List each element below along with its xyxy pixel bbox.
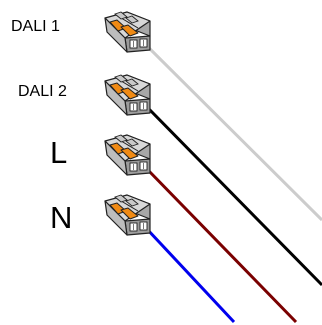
l-wire	[144, 166, 298, 324]
label-n: N	[50, 200, 72, 235]
label-l: L	[50, 135, 67, 170]
label-dali2: DALI 2	[18, 83, 67, 100]
wago-lever-terminal-icon	[104, 134, 151, 176]
dali1-wire	[144, 43, 322, 222]
wago-lever-terminal-icon	[104, 11, 151, 53]
label-dali1: DALI 1	[11, 18, 60, 35]
n-wire	[144, 226, 236, 324]
dali2-wire	[145, 105, 322, 287]
wago-lever-terminal-icon	[104, 74, 151, 116]
wago-lever-terminal-icon	[104, 194, 151, 236]
